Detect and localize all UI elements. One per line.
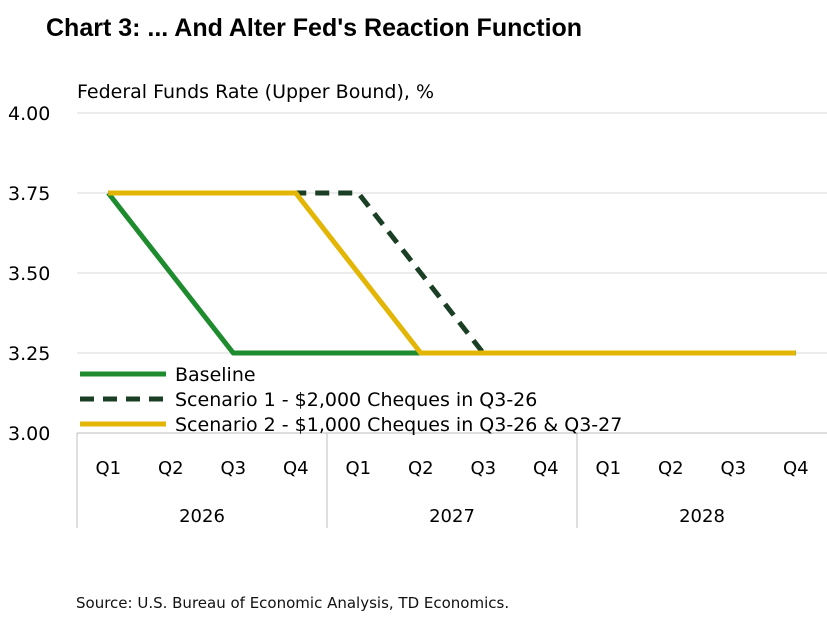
- x-axis: Q1 Q2 Q3 Q4 Q1 Q2 Q3 Q4 Q1 Q2 Q3 Q4 2026 2027 2028: [76, 433, 809, 528]
- x-tick-label: Q4: [283, 458, 309, 479]
- chart-title: Chart 3: ... And Alter Fed's Reaction Fu…: [46, 14, 583, 42]
- x-year-label: 2028: [679, 506, 725, 527]
- x-tick-label: Q1: [95, 458, 121, 479]
- y-tick-label: 4.00: [8, 103, 50, 125]
- source-note: Source: U.S. Bureau of Economic Analysis…: [76, 594, 510, 612]
- series-line-3: [108, 190, 796, 356]
- x-tick-label: Q2: [158, 458, 184, 479]
- y-tick-label: 3.75: [8, 183, 50, 205]
- y-axis-title: Federal Funds Rate (Upper Bound), %: [77, 81, 434, 103]
- x-tick-label: Q2: [658, 458, 684, 479]
- x-tick-label: Q1: [595, 458, 621, 479]
- x-tick-label: Q1: [345, 458, 371, 479]
- x-tick-label: Q2: [408, 458, 434, 479]
- x-year-label: 2026: [179, 506, 225, 527]
- legend-label: Baseline: [175, 364, 256, 386]
- x-year-label: 2027: [429, 506, 475, 527]
- legend-label: Scenario 1 - $2,000 Cheques in Q3-26: [175, 389, 537, 411]
- y-tick-label: 3.25: [8, 343, 50, 365]
- x-tick-label: Q4: [783, 458, 809, 479]
- x-tick-label: Q3: [220, 458, 246, 479]
- y-axis-ticks: 3.00 3.25 3.50 3.75 4.00: [8, 103, 50, 445]
- x-tick-label: Q3: [470, 458, 496, 479]
- x-tick-label: Q4: [533, 458, 559, 479]
- x-tick-label: Q3: [720, 458, 746, 479]
- series-lines: [106, 190, 796, 356]
- legend-label: Scenario 2 - $1,000 Cheques in Q3-26 & Q…: [175, 414, 622, 436]
- y-tick-label: 3.00: [8, 423, 50, 445]
- y-tick-label: 3.50: [8, 263, 50, 285]
